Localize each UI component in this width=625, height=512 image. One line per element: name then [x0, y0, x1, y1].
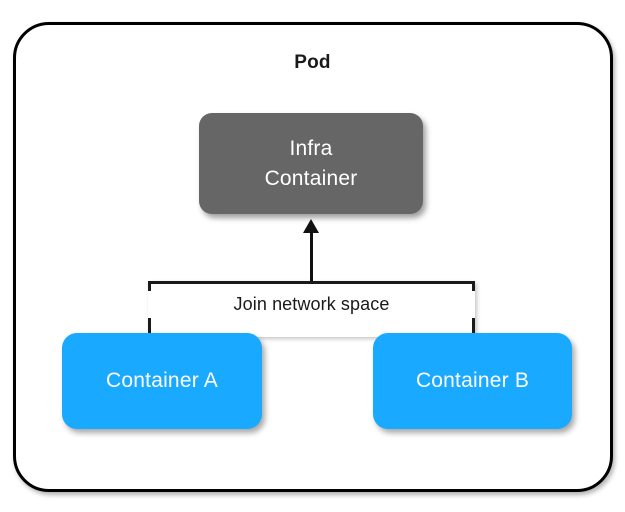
infra-container-label-line2: Container	[264, 166, 358, 190]
join-network-space-label: Join network space	[148, 291, 475, 318]
container-a-node[interactable]: Container A	[62, 333, 262, 429]
container-b-node[interactable]: Container B	[373, 333, 572, 429]
pod-title: Pod	[294, 52, 331, 73]
arrow-up-icon	[303, 219, 319, 233]
arrow-shaft	[310, 231, 313, 282]
container-a-label: Container A	[106, 369, 218, 392]
container-b-label: Container B	[415, 369, 530, 392]
infra-container-label-line1: Infra	[289, 136, 333, 160]
infra-container-node[interactable]: Infra Container	[199, 113, 423, 214]
